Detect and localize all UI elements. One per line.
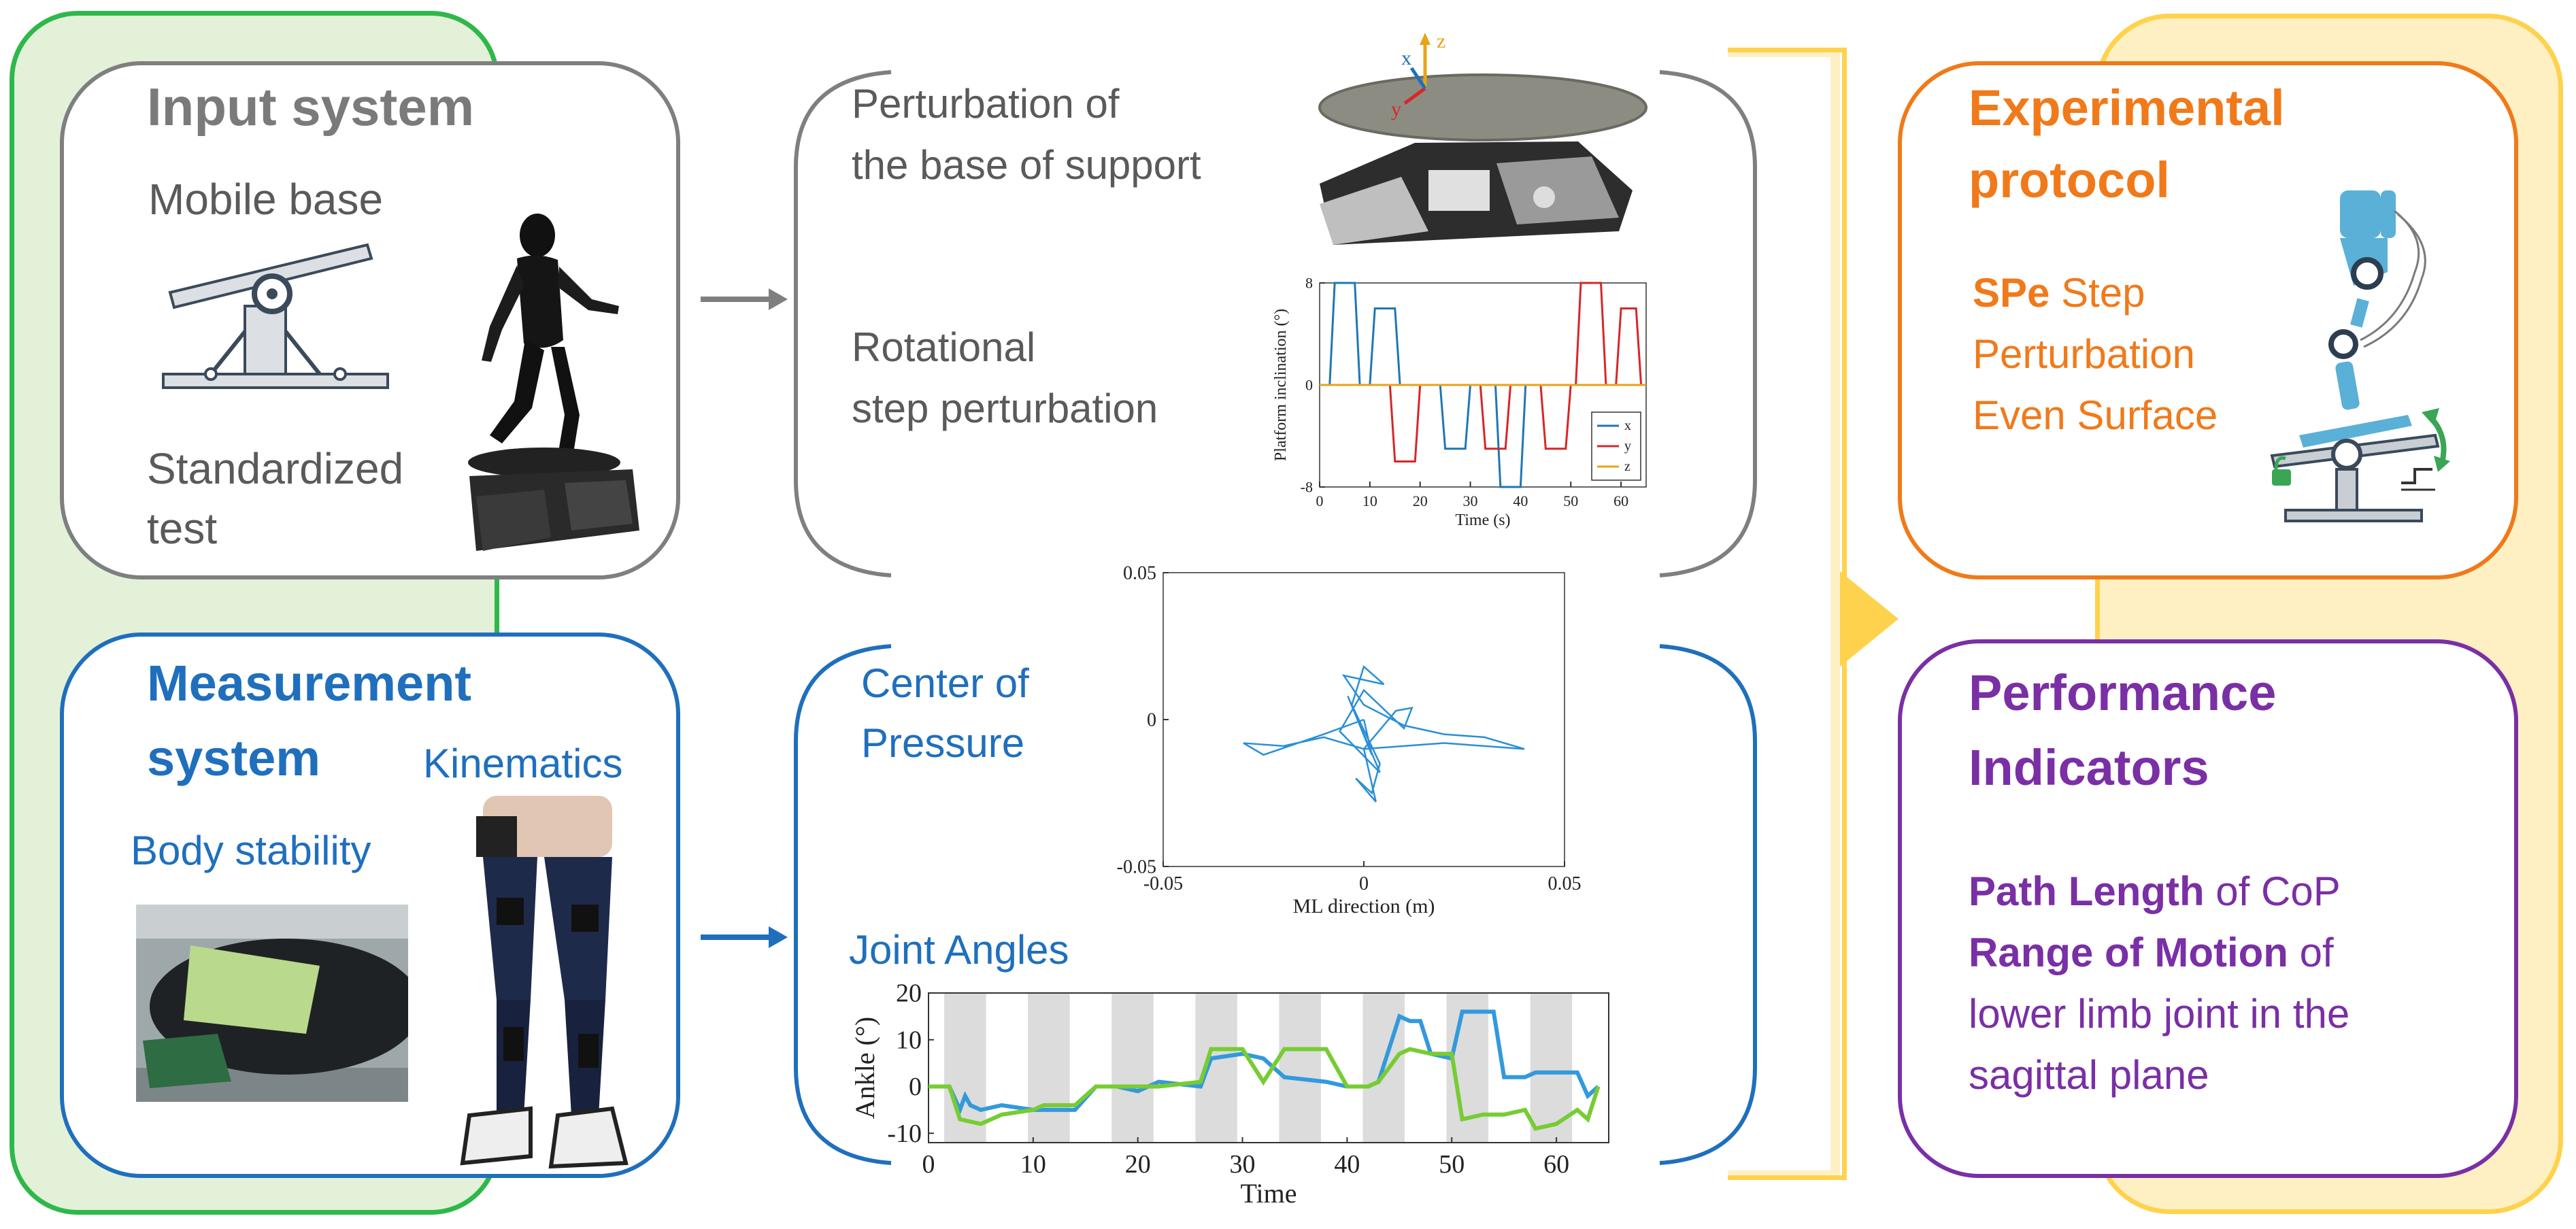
- measurement-system-title-2: system: [147, 730, 321, 786]
- y-tick-label: -0.05: [1117, 856, 1156, 877]
- x-tick-label: 0: [1359, 873, 1369, 894]
- shaded-band: [1028, 993, 1070, 1143]
- axis-label-z: z: [1437, 30, 1445, 52]
- x-axis-label: Time (s): [1455, 511, 1510, 529]
- y-tick-label: 0: [1147, 709, 1156, 730]
- x-axis-label: Time: [1240, 1178, 1297, 1209]
- x-tick-label: 40: [1334, 1150, 1360, 1179]
- spe-line: SPe Step: [1973, 269, 2145, 316]
- performance-line-4: sagittal plane: [1969, 1052, 2209, 1098]
- spe-abbrev: SPe: [1973, 270, 2050, 316]
- y-tick-label: 0.05: [1123, 562, 1156, 584]
- x-tick-label: 0: [922, 1150, 935, 1179]
- x-tick-label: 10: [1362, 492, 1377, 509]
- y-tick-label: 20: [896, 979, 922, 1008]
- y-axis-label: Ankle (°): [850, 1017, 880, 1119]
- y-tick-label: 10: [896, 1026, 922, 1054]
- series-line-1: [929, 1047, 1601, 1131]
- human-on-platform-image: [468, 214, 639, 551]
- perturbation-base-label-2: the base of support: [852, 142, 1201, 188]
- standardized-test-label-2: test: [147, 504, 218, 553]
- x-tick-label: 40: [1513, 492, 1528, 509]
- perturbation-bracket: [794, 70, 1757, 577]
- force-plate-photo: [136, 905, 408, 1102]
- x-axis-label: ML direction (m): [1293, 895, 1435, 917]
- legend-label-x: x: [1624, 418, 1631, 433]
- spe-step: Step: [2050, 270, 2145, 316]
- x-tick-label: -0.05: [1143, 873, 1183, 894]
- perturbation-base-label-1: Perturbation of: [852, 81, 1120, 127]
- experimental-protocol-box: [1898, 61, 2518, 579]
- range-of-motion-line: Range of Motion of: [1969, 929, 2334, 976]
- measurement-bracket: [794, 644, 1757, 1165]
- spe-line-3: Even Surface: [1973, 392, 2218, 438]
- standardized-test-label-1: Standardized: [147, 444, 404, 493]
- y-tick-label: -10: [887, 1119, 922, 1148]
- rotational-step-label-2: step perturbation: [852, 386, 1158, 431]
- performance-indicators-title-1: Performance: [1969, 664, 2277, 721]
- spe-line-2: Perturbation: [1973, 331, 2195, 377]
- path-length-line: Path Length of CoP: [1969, 868, 2341, 915]
- x-tick-label: 20: [1125, 1150, 1151, 1179]
- mobile-base-schematic: [162, 243, 389, 389]
- x-tick-label: 50: [1563, 492, 1578, 509]
- legend-label-y: y: [1624, 439, 1631, 454]
- x-tick-label: 50: [1439, 1150, 1465, 1179]
- performance-indicators-box: [1898, 639, 2518, 1178]
- series-line-y: [1320, 282, 1646, 462]
- x-tick-label: 10: [1020, 1150, 1046, 1179]
- path-length-bold: Path Length: [1969, 869, 2205, 914]
- experimental-protocol-title-2: protocol: [1969, 152, 2170, 208]
- measurement-system-title-1: Measurement: [147, 655, 472, 711]
- x-tick-label: 60: [1543, 1150, 1569, 1179]
- axis-label-x: x: [1401, 47, 1411, 69]
- x-tick-label: 0: [1316, 492, 1324, 509]
- plot-frame: [928, 992, 1609, 1143]
- y-axis-label: Platform inclination (°): [1272, 309, 1290, 461]
- mobile-base-label: Mobile base: [148, 175, 384, 224]
- path-length-rest: of CoP: [2204, 869, 2341, 914]
- y-tick-label: -8: [1301, 478, 1313, 495]
- rotational-step-label-1: Rotational: [852, 324, 1036, 370]
- x-tick-label: 60: [1613, 492, 1628, 509]
- performance-line-3: lower limb joint in the: [1969, 991, 2350, 1037]
- to-output-yellow-arrow: [1840, 571, 1898, 667]
- series-line-0: [1243, 665, 1525, 803]
- step-perturbation-icon: [2270, 190, 2450, 522]
- input-to-perturbation-arrow: [701, 288, 788, 310]
- y-tick-label: 0: [909, 1073, 922, 1101]
- measurement-to-output-arrow: [701, 926, 788, 948]
- performance-indicators-title-2: Indicators: [1969, 739, 2209, 796]
- shaded-band: [944, 993, 986, 1143]
- axis-label-y: y: [1391, 98, 1401, 120]
- body-stability-label: Body stability: [131, 828, 371, 873]
- y-tick-label: 8: [1305, 274, 1313, 291]
- experimental-protocol-title-1: Experimental: [1969, 80, 2285, 136]
- series-line-0: [929, 1009, 1600, 1115]
- kinematics-suit-photo: [460, 796, 629, 1169]
- shaded-band: [1279, 993, 1321, 1143]
- x-tick-label: 0.05: [1548, 873, 1582, 894]
- center-of-pressure-chart: -0.05 0 0.05 -0.05 0 0.05 ML direction (m): [1117, 562, 1582, 917]
- shaded-band: [1195, 993, 1237, 1143]
- legend-label-z: z: [1624, 459, 1630, 474]
- shaded-band: [1111, 993, 1154, 1143]
- shaded-band: [1530, 993, 1573, 1143]
- range-of-motion-bold: Range of Motion: [1969, 930, 2288, 975]
- x-tick-label: 30: [1230, 1150, 1256, 1179]
- platform-device-image: z y x: [1318, 30, 1647, 245]
- cop-label-2: Pressure: [861, 720, 1025, 766]
- cop-label-1: Center of: [861, 660, 1029, 706]
- joint-angles-label: Joint Angles: [849, 927, 1069, 973]
- y-tick-label: 0: [1305, 376, 1313, 393]
- x-tick-label: 20: [1413, 492, 1428, 509]
- x-tick-label: 30: [1463, 492, 1478, 509]
- input-system-title: Input system: [147, 77, 475, 137]
- kinematics-label: Kinematics: [423, 741, 623, 786]
- range-of-motion-rest: of: [2288, 930, 2334, 975]
